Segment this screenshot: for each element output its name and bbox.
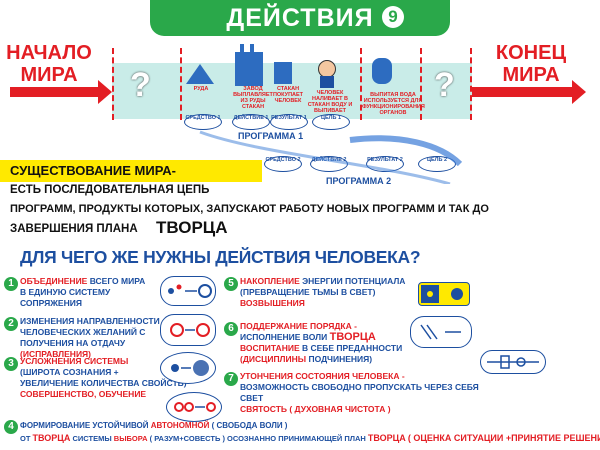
question-heading: ДЛЯ ЧЕГО ЖЕ НУЖНЫ ДЕЙСТВИЯ ЧЕЛОВЕКА? — [20, 247, 421, 267]
item4-creator: ТВОРЦА — [32, 433, 71, 443]
drink-caption: ВЫПИТАЯ ВОДА ИСПОЛЬЗУЕТСЯ ДЛЯ ФУНКЦИОНИР… — [362, 92, 425, 116]
ore-caption: РУДА — [193, 86, 209, 92]
item1-text: СОПРЯЖЕНИЯ — [20, 298, 82, 308]
redirection-icon — [160, 314, 216, 346]
header-title: ДЕЙСТВИЯ — [226, 4, 374, 32]
item6-text: (ДИСЦИПЛИНЫ — [240, 354, 307, 364]
end-arrowhead — [572, 80, 586, 104]
chimney-icon — [240, 44, 244, 54]
item4-text: ( СВОБОДА ВОЛИ ) — [211, 421, 288, 430]
item5-text: ВОЗВЫШЕНИЯ — [240, 298, 305, 308]
item-number: 4 — [4, 420, 18, 434]
start-arrow — [10, 87, 100, 97]
item6-text: ИСПОЛНЕНИЕ ВОЛИ — [240, 332, 328, 342]
person-body-icon — [320, 76, 334, 88]
divider — [420, 48, 422, 120]
end-of-world-label: КОНЕЦ МИРА — [495, 42, 567, 86]
item-number: 6 — [224, 322, 238, 336]
item2-text: (ИСПРАВЛЕНИЯ) — [20, 349, 91, 359]
item6-text: ПОДДЕРЖАНИЕ ПОРЯДКА - — [240, 321, 357, 331]
chimney-icon — [250, 44, 254, 54]
item5-text: ЭНЕРГИИ ПОТЕНЦИАЛА — [299, 276, 406, 286]
statement-line3: ПРОГРАММ, ПРОДУКТЫ КОТОРЫХ, ЗАПУСКАЮТ РА… — [10, 203, 489, 215]
autonomy-icon — [166, 392, 222, 422]
item4-text: ( РАЗУМ+СОВЕСТЬ ) — [149, 434, 225, 443]
divider — [360, 48, 362, 120]
start-of-world-label: НАЧАЛО МИРА — [6, 42, 92, 86]
item3-text: УСЛОЖНЕНИЯ СИСТЕМЫ — [20, 356, 129, 366]
divider — [180, 48, 182, 120]
header-banner: ДЕЙСТВИЯ 9 — [150, 0, 450, 36]
p1-means-oval: СРЕДСТВО 1 — [184, 114, 222, 130]
item-number: 3 — [4, 357, 18, 371]
item4-text: ( ОЦЕНКА СИТУАЦИИ +ПРИНЯТИЕ РЕШЕНИЯ ) — [407, 433, 600, 443]
item-number: 2 — [4, 317, 18, 331]
item4-text: ФОРМИРОВАНИЕ УСТОЙЧИВОЙ — [20, 421, 149, 430]
p1-action-oval: ДЕЙСТВИЕ 1 — [232, 114, 270, 130]
item4-creator: ТВОРЦА — [367, 433, 406, 443]
p2-means-oval: СРЕДСТВО 2 — [264, 156, 302, 172]
item4-text: СИСТЕМЫ — [72, 434, 112, 443]
item1-text: В ЕДИНУЮ СИСТЕМУ — [20, 287, 111, 297]
p2-goal-oval: ЦЕЛЬ 2 — [418, 156, 456, 172]
ore-pile-icon — [186, 64, 214, 84]
program-2-label: ПРОГРАММА 2 — [326, 176, 392, 186]
buy-caption: СТАКАН ПОКУПАЕТ ЧЕЛОВЕК — [272, 86, 304, 104]
end-arrow — [470, 87, 574, 97]
divider — [112, 48, 114, 120]
item7-text: ВОЗМОЖНОСТЬ СВОБОДНО ПРОПУСКАТЬ ЧЕРЕЗ СЕ… — [240, 382, 479, 403]
refinement-icon — [480, 350, 546, 374]
item1-text: ОБЪЕДИНЕНИЕ — [20, 276, 88, 286]
item2-text: ИЗМЕНЕНИЯ НАПРАВЛЕННОСТИ — [20, 316, 160, 326]
statement-line1: СУЩЕСТВОВАНИЕ МИРА- — [10, 163, 176, 178]
item6-creator: ТВОРЦА — [329, 331, 376, 343]
item7-text: СВЯТОСТЬ ( ДУХОВНАЯ ЧИСТОТА ) — [240, 404, 391, 414]
statement-creator: ТВОРЦА — [156, 218, 228, 237]
unknown-before-mark: ? — [130, 66, 151, 104]
item5-text: (ПРЕВРАЩЕНИЕ ТЬМЫ В СВЕТ) — [240, 287, 376, 297]
glass-icon — [274, 62, 292, 84]
item6-text: В СЕБЕ ПРЕДАННОСТИ — [299, 343, 403, 353]
item5-text: НАКОПЛЕНИЕ — [240, 276, 300, 286]
pour-caption: ЧЕЛОВЕК НАЛИВАЕТ В СТАКАН ВОДУ И ВЫПИВАЕ… — [307, 90, 353, 114]
stomach-icon — [372, 58, 392, 84]
statement-highlight — [0, 160, 262, 182]
program-link-curve — [199, 130, 463, 184]
item-number: 5 — [224, 277, 238, 291]
p1-goal-oval: ЦЕЛЬ 1 — [312, 114, 350, 130]
item3-text: СОВЕРШЕНСТВО, ОБУЧЕНИЕ — [20, 389, 147, 399]
unification-icon — [160, 276, 216, 306]
p1-result-oval: РЕЗУЛЬТАТ 1 — [270, 114, 308, 130]
item4-text: ВЫБОРА — [113, 434, 148, 443]
program-1-label: ПРОГРАММА 1 — [238, 131, 304, 141]
item-number: 7 — [224, 372, 238, 386]
item3-text: (ШИРОТА СОЗНАНИЯ + — [20, 367, 119, 377]
divider — [470, 48, 472, 120]
item6-text: ВОСПИТАНИЕ — [240, 343, 300, 353]
factory-icon — [235, 52, 263, 86]
item2-text: ПОЛУЧЕНИЯ НА ОТДАЧУ — [20, 338, 126, 348]
header-number-badge: 9 — [382, 6, 404, 28]
unknown-after-mark: ? — [434, 66, 455, 104]
potential-energy-icon — [418, 282, 470, 306]
item4-text: АВТОНОМНОЙ — [150, 421, 210, 430]
factory-caption: ЗАВОД ВЫПЛАВЛЯЕТ ИЗ РУДЫ СТАКАН — [233, 86, 273, 110]
item1-text: ВСЕГО МИРА — [87, 276, 146, 286]
statement-line4: ЗАВЕРШЕНИЯ ПЛАНА — [10, 223, 138, 235]
process-band — [112, 63, 472, 119]
item7-text: УТОНЧЕНИЯ СОСТОЯНИЯ ЧЕЛОВЕКА - — [240, 371, 405, 381]
statement-line2: ЕСТЬ ПОСЛЕДОВАТЕЛЬНАЯ ЦЕПЬ — [10, 184, 210, 196]
item-number: 1 — [4, 277, 18, 291]
item4-text: ОСОЗНАННО ПРИНИМАЮЩЕЙ ПЛАН — [227, 434, 366, 443]
start-arrowhead — [98, 80, 112, 104]
item6-text: ПОДЧИНЕНИЯ) — [306, 354, 373, 364]
complexity-icon — [160, 352, 216, 384]
item2-text: ЧЕЛОВЕЧЕСКИХ ЖЕЛАНИЙ С — [20, 327, 146, 337]
order-icon — [410, 316, 472, 348]
item3-text: УВЕЛИЧЕНИЕ КОЛИЧЕСТВА СВОЙСТВ) — [20, 378, 187, 388]
item4-text: ОТ — [20, 434, 31, 443]
